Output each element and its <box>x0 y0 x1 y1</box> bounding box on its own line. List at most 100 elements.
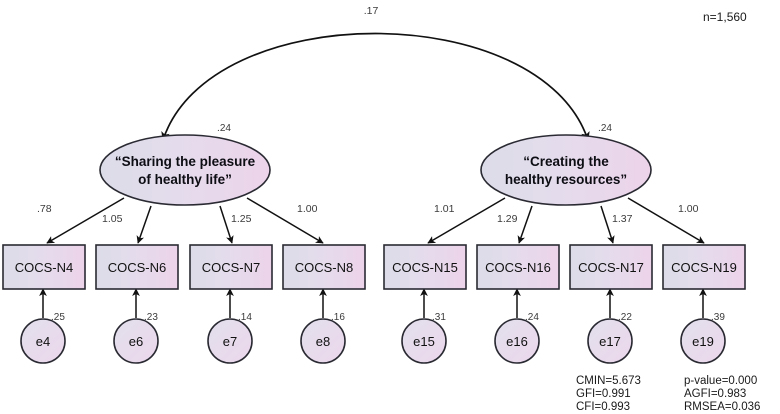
error-term-e17-circle[interactable] <box>587 318 633 364</box>
fit-statistics: CMIN=5.673 GFI=0.991 CFI=0.993 p-value=0… <box>576 375 760 413</box>
error-variance-e16: .24 <box>525 312 539 323</box>
factor-creating-label-line2: healthy resources” <box>505 172 627 187</box>
error-term-e16-label: e16 <box>506 334 528 349</box>
indicator-cocs-n15[interactable]: COCS-N15 <box>383 244 467 290</box>
factor-correlation-arc: .17 <box>161 5 590 141</box>
indicator-cocs-n17-label: COCS-N17 <box>578 260 644 275</box>
error-term-e8-label: e8 <box>316 334 330 349</box>
error-term-e8[interactable]: e8 <box>300 318 346 364</box>
loading-arrow-cocs-n16 <box>517 205 533 244</box>
loading-coefficients: .78 1.05 1.25 1.00 1.01 1.29 1.37 1.00 <box>37 203 699 225</box>
error-term-e4-label: e4 <box>36 334 50 349</box>
factor-sharing[interactable]: “Sharing the pleasure of healthy life” .… <box>99 123 271 206</box>
factor-sharing-ellipse[interactable] <box>99 134 271 206</box>
loading-label-cocs-n16: 1.29 <box>497 213 518 225</box>
error-variance-e19: .39 <box>711 312 725 323</box>
error-term-e7-label: e7 <box>223 334 237 349</box>
error-variance-e4: .25 <box>51 312 65 323</box>
fit-stat-rmsea: RMSEA=0.036 <box>684 401 760 413</box>
loading-label-cocs-n8: 1.00 <box>297 203 318 215</box>
indicator-cocs-n8[interactable]: COCS-N8 <box>282 244 366 290</box>
fit-stat-cfi: CFI=0.993 <box>576 401 630 413</box>
error-variance-e8: .16 <box>331 312 345 323</box>
indicator-cocs-n4-box[interactable] <box>2 244 86 290</box>
error-term-e15-label: e15 <box>413 334 435 349</box>
error-term-e19[interactable]: e19 <box>680 318 726 364</box>
error-term-e17-label: e17 <box>599 334 621 349</box>
indicator-cocs-n15-label: COCS-N15 <box>392 260 458 275</box>
factor-creating-label-line1: “Creating the <box>523 154 609 169</box>
error-term-e7-circle[interactable] <box>207 318 253 364</box>
error-term-e8-circle[interactable] <box>300 318 346 364</box>
indicator-cocs-n16[interactable]: COCS-N16 <box>476 244 560 290</box>
indicator-cocs-n7-box[interactable] <box>189 244 273 290</box>
loading-label-cocs-n15: 1.01 <box>434 203 455 215</box>
loading-label-cocs-n7: 1.25 <box>231 213 252 225</box>
indicator-cocs-n4[interactable]: COCS-N4 <box>2 244 86 290</box>
indicator-cocs-n6[interactable]: COCS-N6 <box>95 244 179 290</box>
error-term-e6[interactable]: e6 <box>113 318 159 364</box>
factor-creating-ellipse[interactable] <box>480 134 652 206</box>
factor-sharing-label-line2: of healthy life” <box>138 172 232 187</box>
indicator-cocs-n7[interactable]: COCS-N7 <box>189 244 273 290</box>
indicator-cocs-n17[interactable]: COCS-N17 <box>569 244 653 290</box>
correlation-double-arrow <box>161 32 590 141</box>
loading-label-cocs-n4: .78 <box>37 203 52 215</box>
error-arrows <box>39 288 707 318</box>
fit-stat-gfi: GFI=0.991 <box>576 388 631 400</box>
error-term-e17[interactable]: e17 <box>587 318 633 364</box>
error-term-e15[interactable]: e15 <box>401 318 447 364</box>
loading-label-cocs-n17: 1.37 <box>612 213 633 225</box>
error-term-e6-circle[interactable] <box>113 318 159 364</box>
loading-arrow-cocs-n8 <box>246 197 324 244</box>
error-variance-labels: .25 .23 .14 .16 .31 .24 .22 .39 <box>51 312 725 323</box>
indicator-cocs-n17-box[interactable] <box>569 244 653 290</box>
loading-arrows-left <box>46 197 324 244</box>
indicator-cocs-n19-box[interactable] <box>662 244 746 290</box>
factor-sharing-variance: .24 <box>217 123 231 134</box>
indicator-cocs-n16-box[interactable] <box>476 244 560 290</box>
error-variance-e7: .14 <box>238 312 252 323</box>
indicator-cocs-n19[interactable]: COCS-N19 <box>662 244 746 290</box>
error-term-e4[interactable]: e4 <box>20 318 66 364</box>
indicator-boxes: COCS-N4 COCS-N6 COCS-N7 COCS-N8 COCS-N15… <box>2 244 746 290</box>
indicator-cocs-n15-box[interactable] <box>383 244 467 290</box>
loading-arrow-cocs-n19 <box>627 197 705 244</box>
factor-creating-variance: .24 <box>598 123 612 134</box>
factor-creating[interactable]: “Creating the healthy resources” .24 <box>480 123 652 206</box>
fit-stat-pvalue: p-value=0.000 <box>684 375 757 387</box>
error-variance-e15: .31 <box>432 312 446 323</box>
error-term-e19-circle[interactable] <box>680 318 726 364</box>
error-variance-e17: .22 <box>618 312 632 323</box>
error-term-e7[interactable]: e7 <box>207 318 253 364</box>
error-term-e16-circle[interactable] <box>494 318 540 364</box>
indicator-cocs-n8-box[interactable] <box>282 244 366 290</box>
loading-arrows-right <box>427 197 705 244</box>
factor-sharing-label-line1: “Sharing the pleasure <box>115 154 256 169</box>
indicator-cocs-n6-label: COCS-N6 <box>108 260 167 275</box>
indicator-cocs-n8-label: COCS-N8 <box>295 260 354 275</box>
indicator-cocs-n4-label: COCS-N4 <box>15 260 74 275</box>
loading-arrow-cocs-n6 <box>136 205 152 244</box>
loading-arrow-cocs-n4 <box>46 197 125 244</box>
loading-arrow-cocs-n7 <box>219 205 234 244</box>
error-variance-e6: .23 <box>144 312 158 323</box>
loading-arrow-cocs-n17 <box>600 205 615 244</box>
error-term-e6-label: e6 <box>129 334 143 349</box>
indicator-cocs-n7-label: COCS-N7 <box>202 260 261 275</box>
error-term-e15-circle[interactable] <box>401 318 447 364</box>
indicator-cocs-n19-label: COCS-N19 <box>671 260 737 275</box>
indicator-cocs-n16-label: COCS-N16 <box>485 260 551 275</box>
error-term-e4-circle[interactable] <box>20 318 66 364</box>
loading-label-cocs-n6: 1.05 <box>102 213 123 225</box>
fit-stat-agfi: AGFI=0.983 <box>684 388 746 400</box>
sample-size-label: n=1,560 <box>703 10 747 24</box>
error-term-e19-label: e19 <box>692 334 714 349</box>
error-circles: e4 e6 e7 e8 e15 e16 <box>20 318 726 364</box>
loading-arrow-cocs-n15 <box>427 197 506 244</box>
loading-label-cocs-n19: 1.00 <box>678 203 699 215</box>
fit-stat-cmin: CMIN=5.673 <box>576 375 641 387</box>
error-term-e16[interactable]: e16 <box>494 318 540 364</box>
indicator-cocs-n6-box[interactable] <box>95 244 179 290</box>
